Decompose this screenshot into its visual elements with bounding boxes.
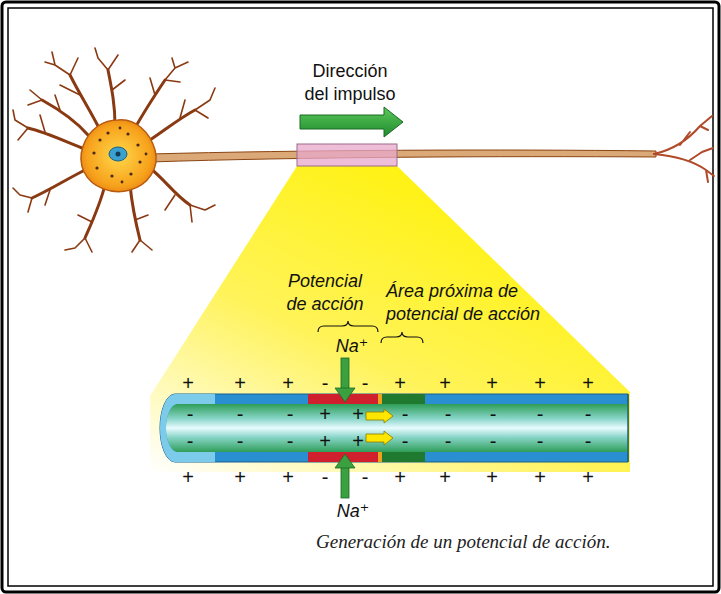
zoom-box [297, 144, 397, 166]
charge-sign: - [490, 404, 497, 424]
next-segment [382, 394, 425, 462]
depolarized-segment [308, 394, 378, 462]
sodium-inflow-arrow [335, 454, 355, 498]
charge-sign: + [394, 467, 406, 487]
charge-sign: - [322, 467, 329, 487]
charge-sign: - [585, 431, 592, 451]
charge-sign: + [439, 373, 451, 393]
charge-sign: - [322, 373, 329, 393]
zoom-cone [150, 166, 630, 472]
charge-sign: + [182, 467, 194, 487]
charge-sign: - [490, 431, 497, 451]
charge-sign: - [187, 431, 194, 451]
caption: Generación de un potencial de acción. [316, 531, 610, 553]
direction-arrow [300, 107, 403, 137]
charge-sign: + [282, 467, 294, 487]
charge-sign: - [402, 431, 409, 451]
bracket [381, 332, 423, 343]
charge-sign: - [585, 404, 592, 424]
charge-sign: - [445, 431, 452, 451]
nucleus [109, 147, 127, 161]
charge-sign: + [534, 373, 546, 393]
charge-sign: - [362, 373, 369, 393]
nissl-dots [92, 127, 147, 184]
charge-sign: + [582, 467, 594, 487]
axon [150, 150, 656, 162]
region-label: Potencial de acción [279, 270, 371, 315]
axoplasm [166, 404, 628, 452]
charge-sign: - [402, 404, 409, 424]
charge-sign: + [182, 373, 194, 393]
charge-sign: + [319, 431, 331, 451]
cut-edge [627, 394, 629, 462]
cell-body [81, 120, 156, 192]
axon-terminals [654, 116, 714, 182]
charge-sign: - [287, 431, 294, 451]
charge-sign: + [582, 373, 594, 393]
bracket [318, 321, 378, 332]
charge-sign: - [362, 467, 369, 487]
ion-label: Na⁺ [337, 502, 370, 520]
charge-sign: - [187, 404, 194, 424]
charge-sign: + [282, 373, 294, 393]
charge-sign: + [486, 373, 498, 393]
ion-label: Na⁺ [336, 337, 369, 355]
charge-sign: + [234, 373, 246, 393]
charge-sign: + [352, 404, 364, 424]
charge-sign: - [537, 404, 544, 424]
current-arrow [366, 431, 393, 445]
segment-divider [378, 394, 382, 462]
charge-sign: + [394, 373, 406, 393]
charge-sign: + [439, 467, 451, 487]
charge-sign: - [537, 431, 544, 451]
current-arrow [366, 409, 393, 423]
charge-sign: - [237, 404, 244, 424]
charge-sign: - [237, 431, 244, 451]
direction-label: Dirección del impulso [301, 60, 399, 105]
region-label: Área próxima de potencial de acción [386, 280, 571, 325]
charge-sign: + [534, 467, 546, 487]
charge-sign: + [352, 431, 364, 451]
membrane [160, 394, 628, 462]
inner-frame [8, 8, 713, 586]
sodium-inflow-arrow [335, 358, 355, 402]
charge-sign: - [287, 404, 294, 424]
charge-sign: + [234, 467, 246, 487]
charge-sign: + [486, 467, 498, 487]
charge-sign: + [319, 404, 331, 424]
nucleolus [116, 152, 121, 157]
charge-sign: - [445, 404, 452, 424]
dendrites [13, 48, 215, 252]
